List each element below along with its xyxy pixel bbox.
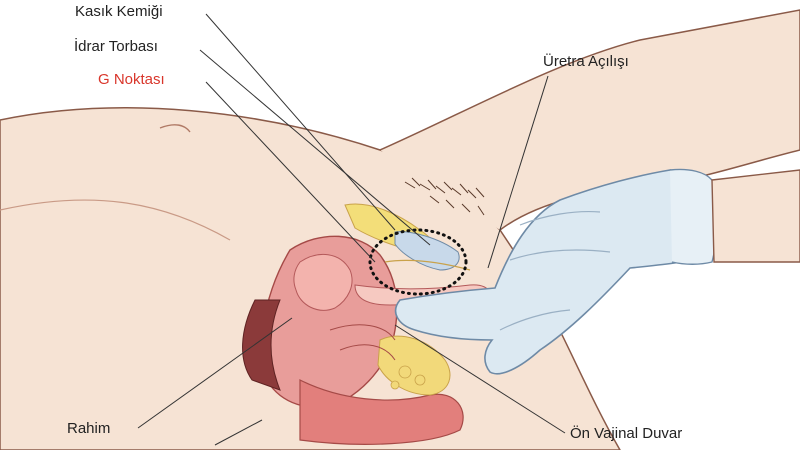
label-g-spot: G Noktası [98, 71, 165, 88]
label-uterus: Rahim [67, 420, 111, 437]
label-bladder: İdrar Torbası [74, 38, 158, 55]
vaginal-canal-shadow [242, 299, 281, 391]
label-anterior-vaginal-wall: Ön Vajinal Duvar [570, 425, 683, 442]
gloved-hand [394, 169, 720, 375]
pubic-hair [404, 177, 485, 216]
leader-lines [137, 13, 566, 446]
bladder-shape [394, 231, 460, 271]
wrist [711, 169, 800, 263]
g-spot-highlight [368, 228, 468, 296]
label-pubic-bone: Kasık Kemiği [75, 3, 163, 20]
label-urethra-opening: Üretra Açılışı [543, 53, 629, 70]
rectum-shape [299, 379, 464, 445]
